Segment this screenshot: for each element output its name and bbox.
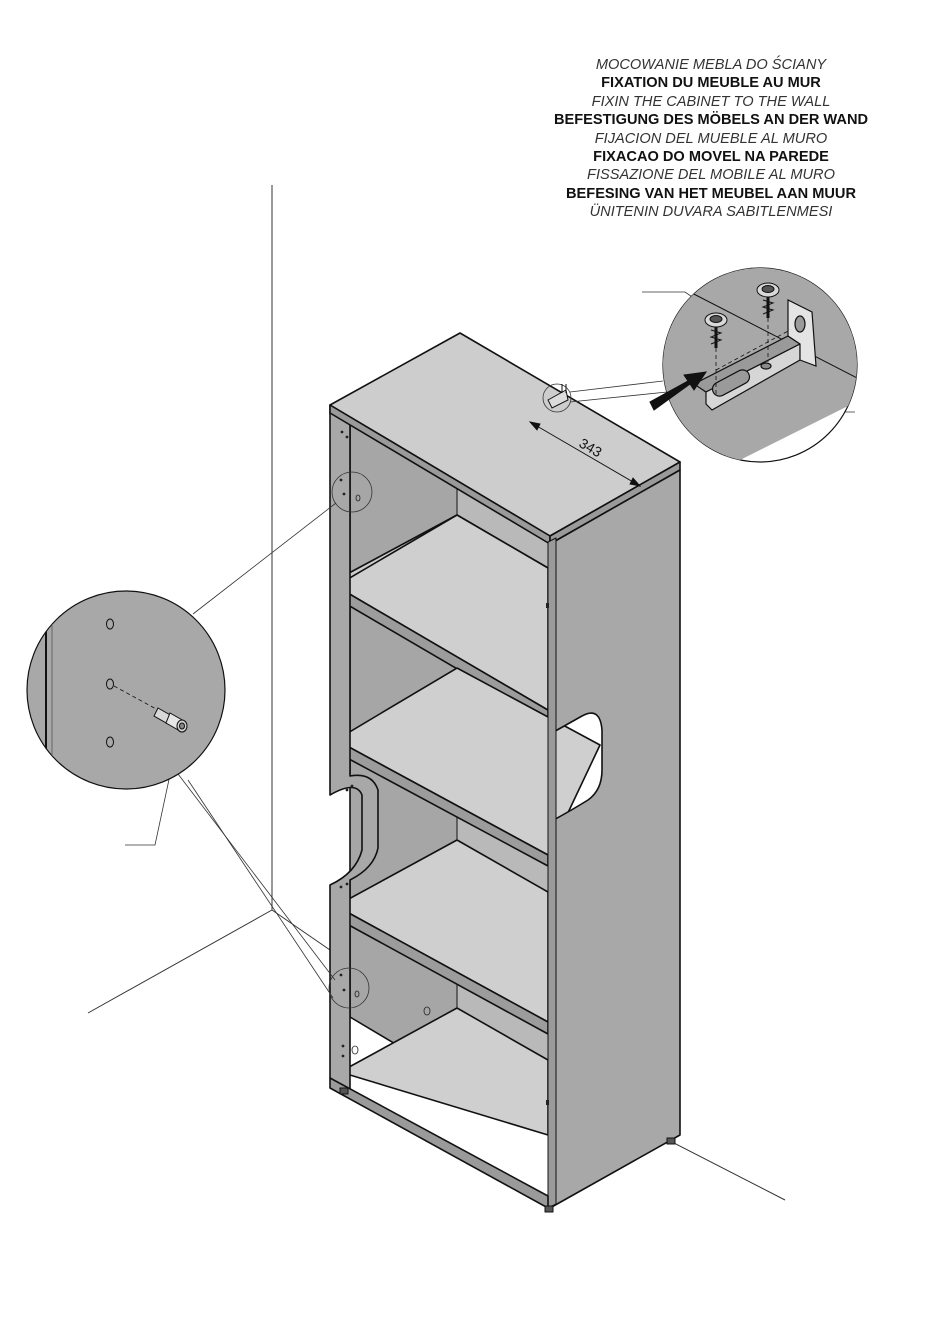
detail-left-magnified: [27, 560, 225, 820]
foot-1: [340, 1088, 348, 1094]
foot-2: [545, 1206, 553, 1212]
foot-3: [667, 1138, 675, 1144]
detail-right-magnified: [600, 260, 900, 470]
right-side-panel: [550, 470, 680, 1208]
cabinet: [330, 333, 680, 1212]
right-side-front-edge: [548, 538, 556, 1208]
